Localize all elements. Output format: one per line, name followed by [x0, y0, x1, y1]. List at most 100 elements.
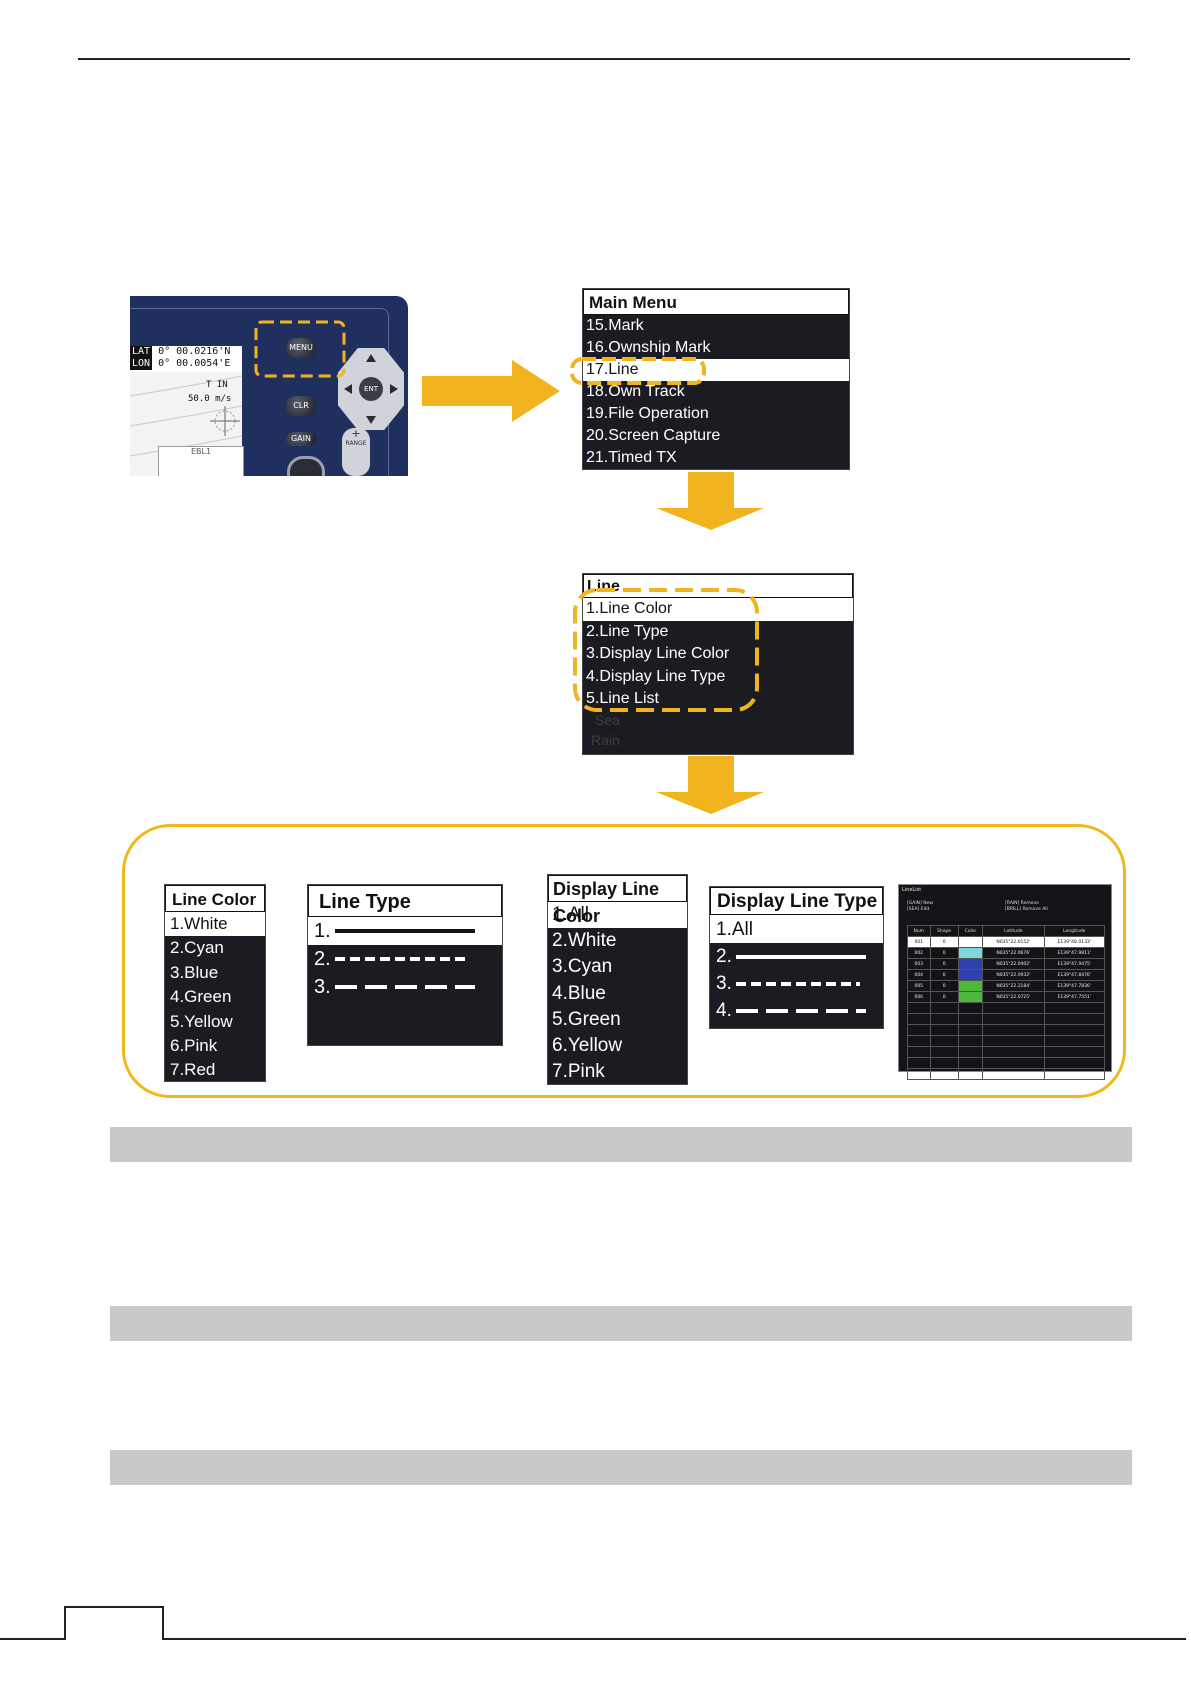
- cell-shape: 0: [929, 969, 959, 981]
- line-type-menu: Line Type 1. 2. 3.: [307, 884, 503, 1046]
- cell-empty: [957, 1024, 984, 1036]
- cell-empty: [907, 1046, 931, 1058]
- line-color-item[interactable]: 5.Yellow: [170, 1011, 233, 1031]
- display-line-color-item[interactable]: 3.Cyan: [552, 956, 613, 978]
- display-line-type-item-long-dashed[interactable]: 4.: [710, 997, 883, 1024]
- main-menu-item[interactable]: 19.File Operation: [586, 405, 709, 422]
- display-line-color-item[interactable]: 2.White: [552, 930, 617, 952]
- line-list-window: LineList [GAIN] New [SEA] Edit [RAIN] Re…: [898, 884, 1112, 1080]
- main-menu-item[interactable]: 15.Mark: [586, 317, 644, 334]
- clr-button[interactable]: CLR: [286, 396, 316, 416]
- display-line-type-item-solid[interactable]: 2.: [710, 943, 883, 970]
- line-color-item[interactable]: 4.Green: [170, 987, 232, 1007]
- long-dashed-line-icon: [334, 985, 475, 989]
- line-menu-title: Line: [583, 574, 853, 598]
- display-line-type-number: 2.: [716, 946, 732, 967]
- cell-shape: 0: [929, 991, 959, 1003]
- cell-lon: E139°47.9475': [1043, 958, 1106, 970]
- menu-button[interactable]: MENU: [286, 338, 316, 358]
- line-color-item[interactable]: 3.Blue: [170, 962, 219, 982]
- line-item-highlight: [570, 357, 706, 385]
- ent-button[interactable]: ENT: [359, 377, 383, 401]
- line-menu-item[interactable]: 2.Line Type: [586, 622, 669, 640]
- line-color-item[interactable]: 2.Cyan: [170, 938, 224, 958]
- cell-empty: [957, 1057, 984, 1069]
- cell-color: [957, 947, 984, 959]
- cell-empty: [957, 1002, 984, 1014]
- display-line-type-item[interactable]: 1.All: [710, 915, 883, 943]
- help-remove: [RAIN] Remove: [1005, 901, 1039, 906]
- cell-empty: [929, 1035, 959, 1047]
- submenu-panel: [122, 824, 1126, 1098]
- line-color-item[interactable]: 6.Pink: [170, 1035, 218, 1055]
- display-line-color-item[interactable]: 6.Yellow: [552, 1034, 623, 1056]
- main-menu-item[interactable]: 18.Own Track: [586, 383, 685, 400]
- display-line-type-item-dashed[interactable]: 3.: [710, 970, 883, 997]
- display-line-color-item[interactable]: 4.Blue: [552, 982, 606, 1004]
- line-type-number: 2.: [314, 948, 331, 970]
- cell-shape: 0: [929, 980, 959, 992]
- cell-empty: [907, 1024, 931, 1036]
- line-type-number: 3.: [314, 976, 331, 998]
- line-color-title: Line Color: [165, 885, 265, 912]
- speed-readout: 50.0 m/s: [188, 394, 232, 404]
- table-row-empty: [907, 1024, 1106, 1036]
- arrow-icons: [344, 354, 398, 424]
- gain-knob[interactable]: [287, 456, 325, 476]
- mode-indicator: T IN: [206, 380, 228, 390]
- line-type-title: Line Type: [308, 885, 502, 917]
- cell-empty: [982, 1024, 1045, 1036]
- cell-empty: [1043, 1024, 1106, 1036]
- display-line-color-item[interactable]: 1.All: [548, 902, 687, 929]
- device-panel: LAT 0° 00.0216'N LON 0° 00.0054'E T IN 5…: [130, 296, 408, 476]
- line-color-item[interactable]: 7.Red: [170, 1060, 216, 1080]
- cell-lat: N035°22.2184': [982, 980, 1045, 992]
- display-line-color-item[interactable]: 7.Pink: [552, 1061, 605, 1083]
- footer-rule: [0, 1606, 1186, 1640]
- line-list-help-left: [GAIN] New [SEA] Edit: [907, 901, 933, 913]
- main-menu-item[interactable]: 21.Timed TX: [586, 449, 677, 466]
- main-menu-item[interactable]: 16.Ownship Mark: [586, 339, 711, 356]
- cell-empty: [957, 1035, 984, 1047]
- range-rocker[interactable]: + RANGE: [342, 428, 370, 476]
- cell-num: 001: [907, 936, 931, 948]
- lat-label: LAT: [130, 346, 153, 358]
- line-menu-item[interactable]: 5.Line List: [586, 690, 659, 708]
- table-row-empty: [907, 1013, 1106, 1025]
- line-list-help-right: [RAIN] Remove [BRILL] Remove All: [1005, 901, 1048, 913]
- plus-icon: +: [351, 427, 361, 440]
- line-list-title: LineList: [902, 887, 922, 893]
- line-type-item-dashed[interactable]: 2.: [308, 945, 502, 973]
- cell-lat: N035°22.0932': [982, 969, 1045, 981]
- line-type-item-solid[interactable]: 1.: [308, 917, 502, 945]
- line-menu-item[interactable]: 1.Line Color: [583, 598, 853, 621]
- main-menu-item-line[interactable]: 17.Line: [583, 359, 849, 381]
- cell-empty: [982, 1013, 1045, 1025]
- cell-empty: [929, 1024, 959, 1036]
- col-longitude: Longitude: [1043, 925, 1106, 937]
- direction-pad[interactable]: ENT: [338, 348, 404, 430]
- cell-num: 006: [907, 991, 931, 1003]
- cell-empty: [907, 1035, 931, 1047]
- gain-button[interactable]: GAIN: [286, 432, 316, 446]
- line-menu: Line 1.Line Color 2.Line Type 3.Display …: [582, 573, 854, 755]
- help-edit: [SEA] Edit: [907, 907, 930, 912]
- cell-lon: E139°48.0133': [1043, 936, 1106, 948]
- line-menu-item[interactable]: 3.Display Line Color: [586, 645, 730, 663]
- main-menu-item[interactable]: 20.Screen Capture: [586, 427, 721, 444]
- ghost-rain: Rain: [591, 732, 620, 748]
- cell-empty: [1043, 1057, 1106, 1069]
- section-bar: [110, 1306, 1132, 1341]
- line-type-item-long-dashed[interactable]: 3.: [308, 973, 502, 1001]
- col-shape: Shape: [929, 925, 959, 937]
- display-line-color-item[interactable]: 5.Green: [552, 1008, 621, 1030]
- line-color-item[interactable]: 1.White: [165, 912, 265, 937]
- line-menu-item[interactable]: 4.Display Line Type: [586, 667, 726, 685]
